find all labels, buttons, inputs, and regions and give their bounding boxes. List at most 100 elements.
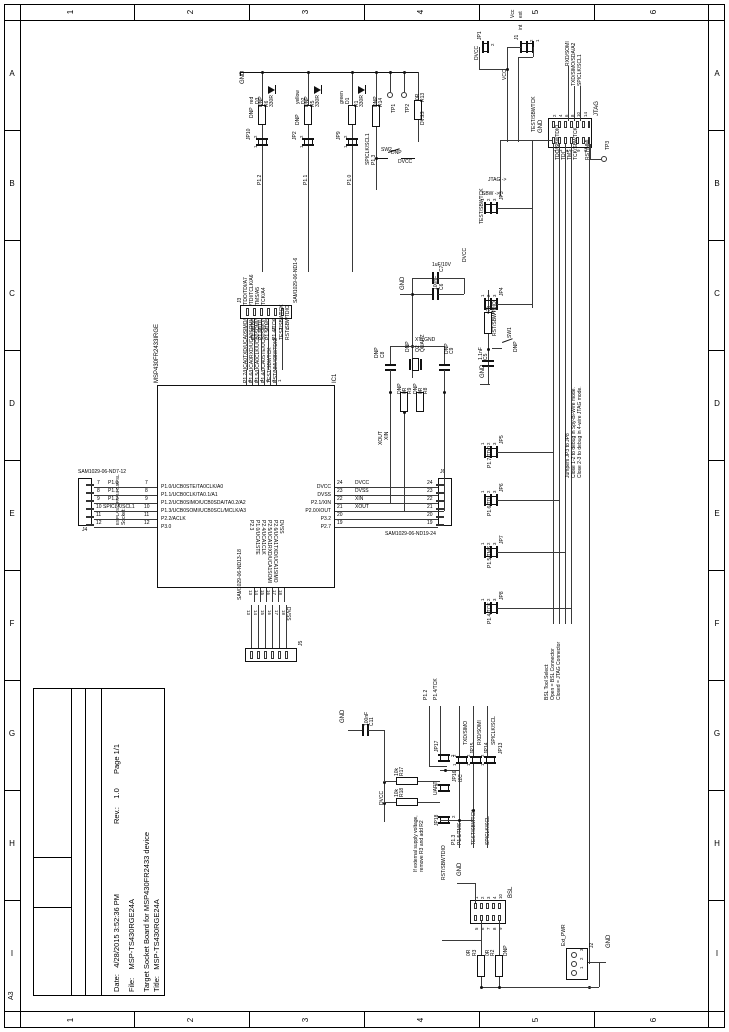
jumper-jp8-ref: JP8 xyxy=(499,591,505,600)
zone-label-row-e2: E xyxy=(714,509,720,518)
vcc-ext-label: ext xyxy=(518,11,524,18)
net-dvcc-jp1: DVCC xyxy=(474,45,480,60)
switch-val-sw2: DNP xyxy=(391,150,402,156)
cap-c11-ref: C11 xyxy=(369,717,375,726)
crystal-q2-body xyxy=(412,358,419,371)
connector-bsl-ref: BSL xyxy=(508,886,514,898)
testpoint-tp1 xyxy=(387,92,393,98)
cap-c9-ref: C9 xyxy=(449,347,455,354)
j3-net-2: TEST/SBWTCK xyxy=(279,304,285,340)
net-ext-pwr: Ext_PWR xyxy=(561,924,567,946)
ic1-ref: IC1 xyxy=(332,373,338,383)
led-dnp-d3: DNP xyxy=(249,107,255,118)
zone-label-col-4: 4 xyxy=(416,9,425,15)
jumper-jp13-ref: JP13 xyxy=(498,742,504,754)
jumper-jp5-ref: JP5 xyxy=(499,435,505,444)
connector-j2-body[interactable] xyxy=(566,948,588,980)
zone-label-row-g2: G xyxy=(713,729,721,738)
bsl-pin-10: 10 xyxy=(498,894,503,899)
ic-pinnum-right-4: 20 xyxy=(337,512,343,518)
res-r9-dnp: DNP xyxy=(397,383,403,394)
zone-label-row-d2: D xyxy=(714,399,720,408)
crystal-q2-val: QUARZ xyxy=(420,334,426,353)
ic-pinnum-bot-2: 15 xyxy=(260,590,265,595)
ic-pinnum-bot-0: 13 xyxy=(248,590,253,595)
zone-label-row-f2: F xyxy=(714,619,720,628)
date-value: 4/28/2015 3:52:36 PM xyxy=(112,893,121,968)
uart-label: UART xyxy=(433,781,439,795)
cap-c8-dnp: DNP xyxy=(374,347,380,358)
net-p15-tms: P1.5/TMS xyxy=(487,545,493,568)
net-p12-bot: P1.2 xyxy=(423,689,429,700)
res-val-r5: 330R xyxy=(315,95,321,107)
connector-j3-part: SAM1029-06-ND1-6 xyxy=(293,257,299,303)
cap-c5-ref: C5 xyxy=(483,353,489,360)
res-dnp-r6: DNP xyxy=(258,96,264,107)
jtag-net-rxd-somi: RXD/SOMI xyxy=(565,41,571,66)
switch-sw1-ref: SW1 xyxy=(507,327,513,338)
zone-label-col-6: 6 xyxy=(649,9,658,15)
vcc-label: Vcc xyxy=(510,9,516,18)
net-vcc-j1: VCC xyxy=(502,69,508,80)
res-r3-val: 0R xyxy=(466,949,472,956)
res-r8-ref: R8 xyxy=(423,387,429,394)
zone-label-row-i: I xyxy=(10,949,14,958)
net-p16-tdi: P1.6/TDI xyxy=(487,496,493,516)
j6-pin-24: 24 xyxy=(427,480,433,486)
file-label-value: File: MSP-TS430RGE24A xyxy=(127,899,136,992)
ic-pinnum-bot-1: 14 xyxy=(254,590,259,595)
net-gnd-bsl: GND xyxy=(457,862,463,876)
zone-label-row-d: D xyxy=(9,399,15,408)
cap-c9-dnp: DNP xyxy=(444,343,450,354)
j5-pin-16: 16 xyxy=(267,610,272,615)
jumper-jp1-ref: JP1 xyxy=(477,31,483,40)
res-ref-r13: R13 xyxy=(420,92,426,102)
zone-label-row-b2: B xyxy=(714,179,720,188)
ic-pinnum-top-3: 4 xyxy=(259,379,264,382)
net-gnd-c11: GND xyxy=(340,709,346,723)
j4-pin-11: 11 xyxy=(96,512,102,518)
zone-label-row-c2: C xyxy=(714,289,720,298)
jumper-jp4-ref: JP4 xyxy=(499,287,505,296)
net-dvcc-sw2: DVCC xyxy=(398,159,413,165)
page-value: Page 1/1 xyxy=(112,743,121,774)
zone-label-row-e: E xyxy=(9,509,15,518)
j3-net-6: P1.7/TDO xyxy=(251,317,257,340)
cap-c7-ref: C7 xyxy=(439,265,445,272)
switch-ref-sw2: SW2 xyxy=(381,147,392,153)
res-r2-dnp: DNP xyxy=(503,945,509,956)
ic-pin-left-0: P1.0/UCB0STE/TA0CLK/A0 xyxy=(161,484,224,490)
connector-jtag-ref: JTAG xyxy=(594,101,600,116)
net-gnd-jtag: GND xyxy=(538,119,544,133)
jumper-ref-jp2: JP2 xyxy=(292,131,298,140)
j5-pin-15: 15 xyxy=(260,610,265,615)
connector-j6-body[interactable] xyxy=(438,478,452,526)
connector-j6-part: SAM1029-06-ND19-24 xyxy=(385,531,436,537)
ic-pin-bot-0: P2.3 xyxy=(248,520,254,531)
ic-pinnum-top-2: 3 xyxy=(265,379,270,382)
ic-pin-right-4: P3.2 xyxy=(320,516,331,522)
zone-rule xyxy=(4,20,725,21)
rev-value: 1.0 xyxy=(112,788,121,799)
jumper-ref-jp9: JP9 xyxy=(336,131,342,140)
res-r8-val: 0R xyxy=(418,387,424,394)
connector-j2-ref: J2 xyxy=(589,942,595,948)
res-r18-ref: R18 xyxy=(399,787,405,797)
zone-label-row-f: F xyxy=(9,619,15,628)
ic-pin-bot-1: P1.0/UCA1STE xyxy=(254,520,260,555)
ic-pinnum-bot-5: 18 xyxy=(278,590,283,595)
j4-net-p11: P1.1 xyxy=(108,488,119,494)
jumper-jp7-ref: JP7 xyxy=(499,535,505,544)
res-r9-val: 0R xyxy=(402,387,408,394)
sheet-size-label: A3 xyxy=(8,991,15,1000)
jumper-jp3-ref: JP3 xyxy=(499,191,505,200)
zone-label-col-2: 2 xyxy=(186,9,195,15)
jtag-pin-14: 14 xyxy=(583,112,588,117)
net-p12-led: P1.2 xyxy=(257,174,263,185)
ic-pinnum-top-5: 6 xyxy=(247,379,252,382)
j6-pin-21: 21 xyxy=(427,504,433,510)
zone-label-col-2b: 2 xyxy=(186,1017,195,1023)
cap-c6-val: 100nF xyxy=(433,275,439,290)
connector-j4-body[interactable] xyxy=(78,478,92,526)
